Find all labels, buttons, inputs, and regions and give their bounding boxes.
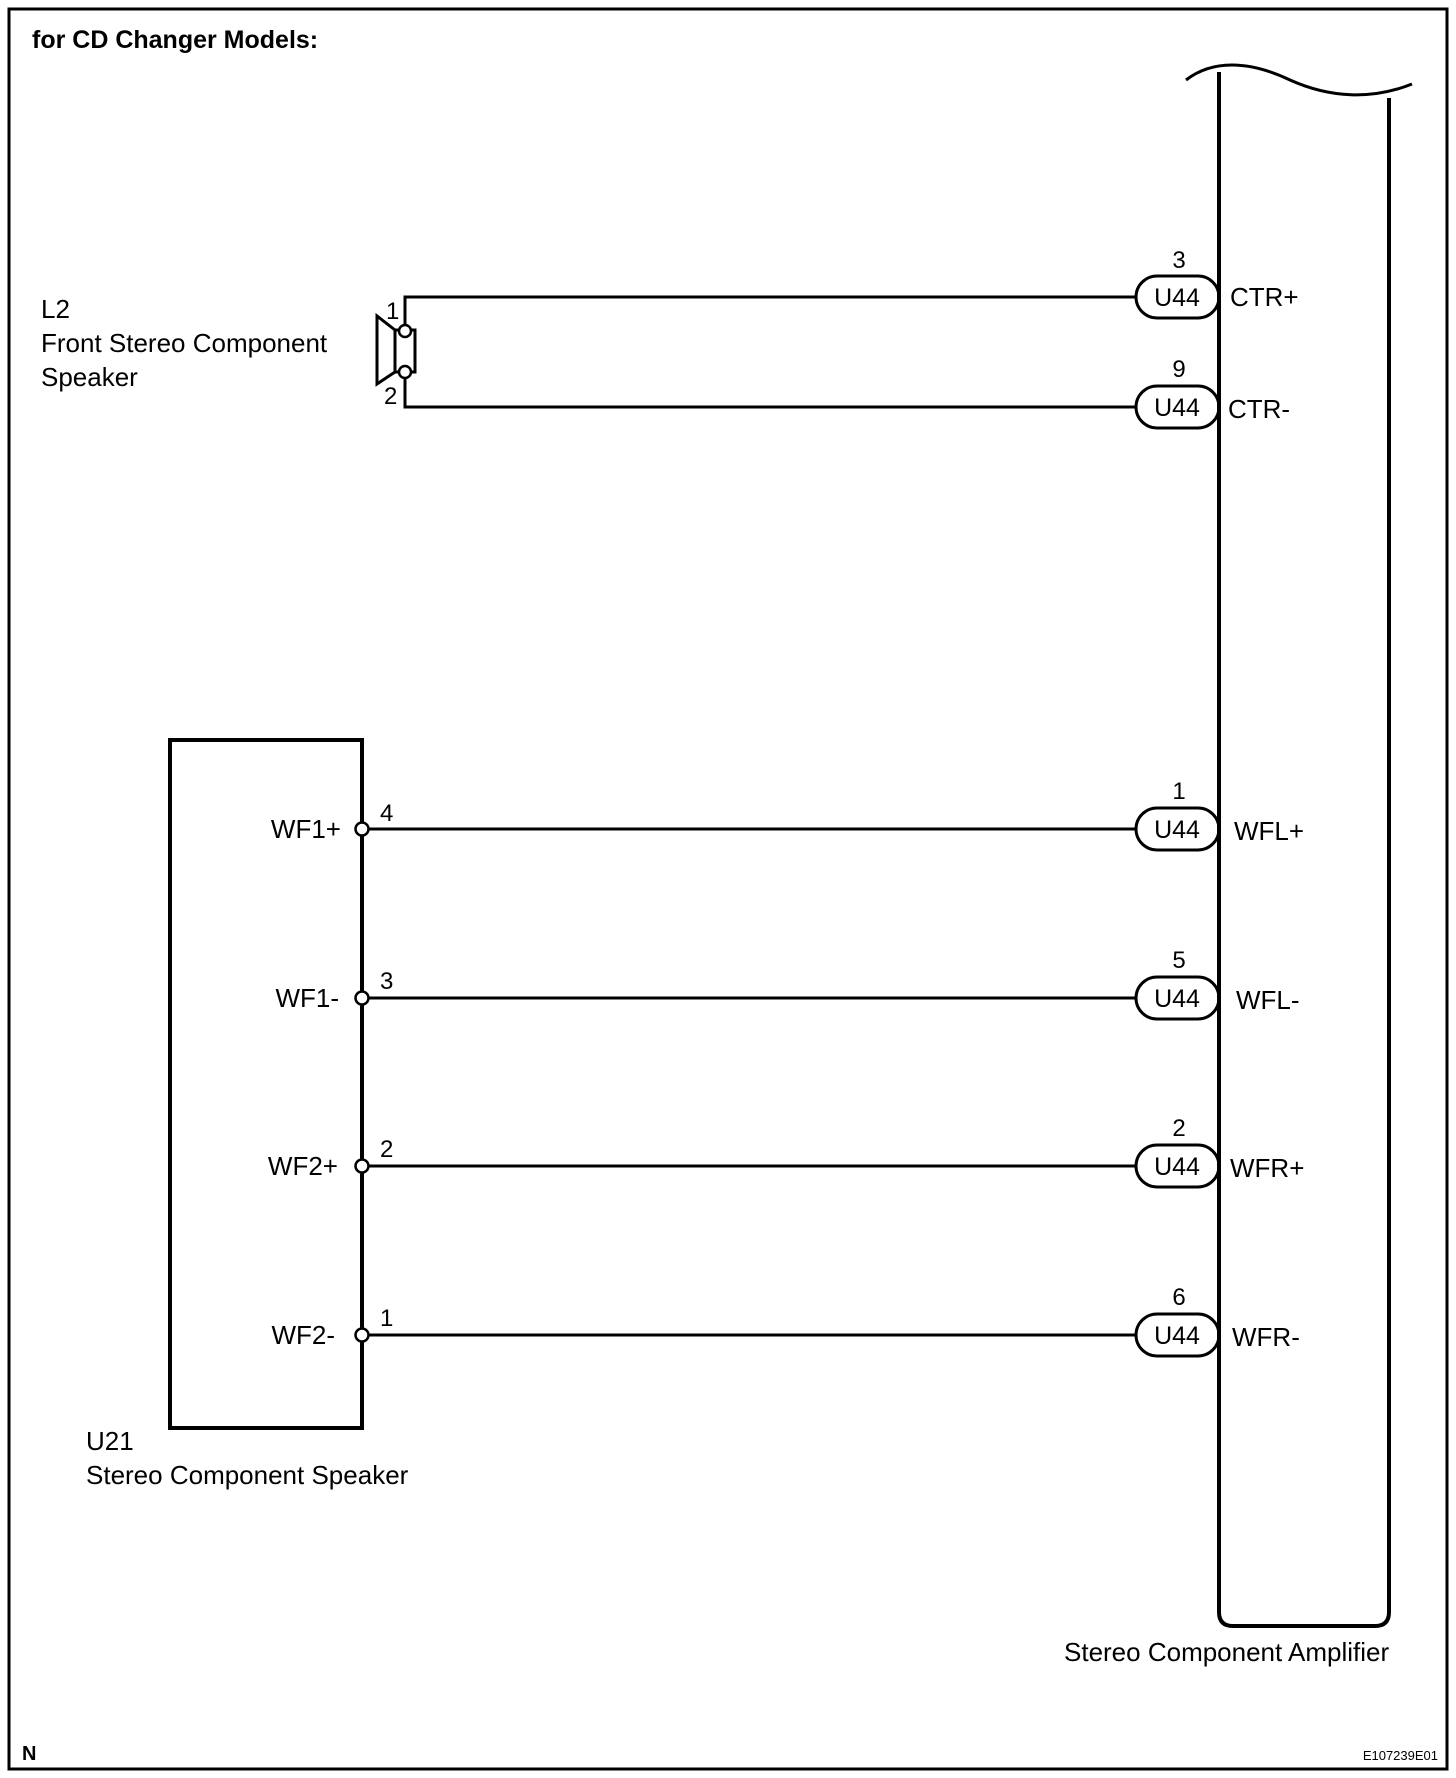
connector-pin: 2 [1172,1115,1185,1142]
connector-id: U44 [1154,394,1200,422]
component-speaker-box [168,738,364,1430]
connector-pin: 3 [1172,247,1185,274]
connector-wfl-plus: 1 U44 WFL+ [1134,778,1304,852]
diagram-frame [7,7,1449,1771]
connector-wfr-plus: 2 U44 WFR+ [1134,1115,1304,1189]
connector-wfl-minus: 5 U44 WFL- [1134,947,1300,1021]
connector-id: U44 [1154,284,1200,312]
front-speaker-terminal-2 [397,364,413,380]
connector-id: U44 [1154,816,1200,844]
front-speaker-terminal-1 [397,323,413,339]
terminal-label-wf2-plus: WF2+ [268,1151,338,1181]
connector-wfr-minus: 6 U44 WFR- [1134,1284,1300,1358]
connector-id: U44 [1154,985,1200,1013]
component-speaker-code: U21 [86,1426,134,1456]
front-speaker-pin-2: 2 [384,383,397,410]
terminal-label-wf1-minus: WF1- [275,983,339,1013]
terminal-wf2-minus [354,1327,370,1343]
amplifier-name: Stereo Component Amplifier [1064,1637,1390,1667]
terminal-label-wf1-plus: WF1+ [271,814,341,844]
connector-pill [1134,1143,1221,1189]
connector-pin: 9 [1172,356,1185,383]
front-speaker-name-line2: Speaker [41,362,138,392]
signal-label-ctr-plus: CTR+ [1230,282,1299,312]
signal-label-wfl-minus: WFL- [1236,985,1300,1015]
front-speaker-code: L2 [41,294,70,324]
connector-pill [1134,1312,1221,1358]
signal-label-wfr-minus: WFR- [1232,1322,1300,1352]
terminal-pin-3: 3 [380,968,393,995]
wire-ctr-plus [403,295,1136,325]
terminal-pin-4: 4 [380,800,393,827]
terminal-pin-1: 1 [380,1305,393,1332]
diagram-title: for CD Changer Models: [32,26,318,54]
connector-pin: 5 [1172,947,1185,974]
connector-pin: 1 [1172,778,1185,805]
footer-left-mark: N [22,1743,36,1765]
signal-label-ctr-minus: CTR- [1228,394,1290,424]
terminal-label-wf2-minus: WF2- [271,1320,335,1350]
connector-ctr-plus: 3 U44 CTR+ [1134,247,1299,320]
signal-label-wfl-plus: WFL+ [1234,816,1304,846]
connector-pin: 6 [1172,1284,1185,1311]
connector-id: U44 [1154,1153,1200,1181]
signal-label-wfr-plus: WFR+ [1230,1153,1304,1183]
amplifier-break-line [1185,63,1413,97]
connector-pill [1134,806,1221,852]
connector-id: U44 [1154,1322,1200,1350]
terminal-wf1-minus [354,990,370,1006]
component-speaker-name: Stereo Component Speaker [86,1460,409,1490]
figure-id: E107239E01 [1363,1748,1438,1763]
connector-pill [1134,274,1221,320]
connector-ctr-minus: 9 U44 CTR- [1134,356,1290,430]
front-speaker-pin-1: 1 [386,298,399,325]
amplifier-body [1217,72,1391,1628]
terminal-wf2-plus [354,1158,370,1174]
terminal-wf1-plus [354,821,370,837]
connector-pill [1134,384,1221,430]
wire-ctr-minus [403,378,1136,409]
front-speaker-name-line1: Front Stereo Component [41,328,328,358]
connector-pill [1134,975,1221,1021]
terminal-pin-2: 2 [380,1136,393,1163]
